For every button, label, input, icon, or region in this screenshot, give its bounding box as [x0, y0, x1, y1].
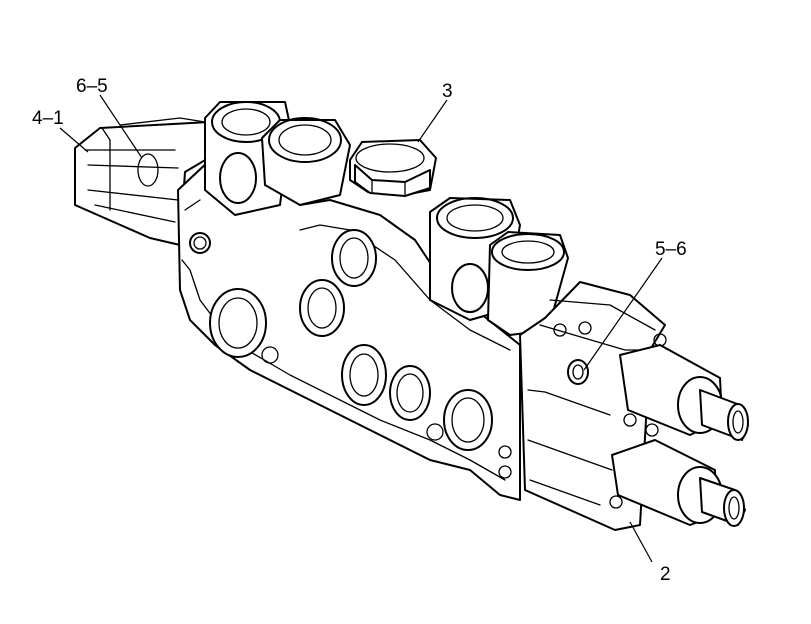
- callout-6-5: 6–5: [76, 76, 108, 97]
- callout-2: 2: [660, 564, 671, 585]
- left-end-cap: [74, 117, 223, 246]
- top-ports: [204, 101, 569, 336]
- hex-plug: [349, 139, 437, 197]
- callout-5-6: 5–6: [655, 239, 687, 260]
- callout-3: 3: [442, 81, 453, 102]
- leader-lines: [59, 94, 663, 563]
- callout-4-1: 4–1: [32, 108, 64, 129]
- front-ports: [209, 229, 512, 479]
- spool-shafts: [611, 344, 749, 527]
